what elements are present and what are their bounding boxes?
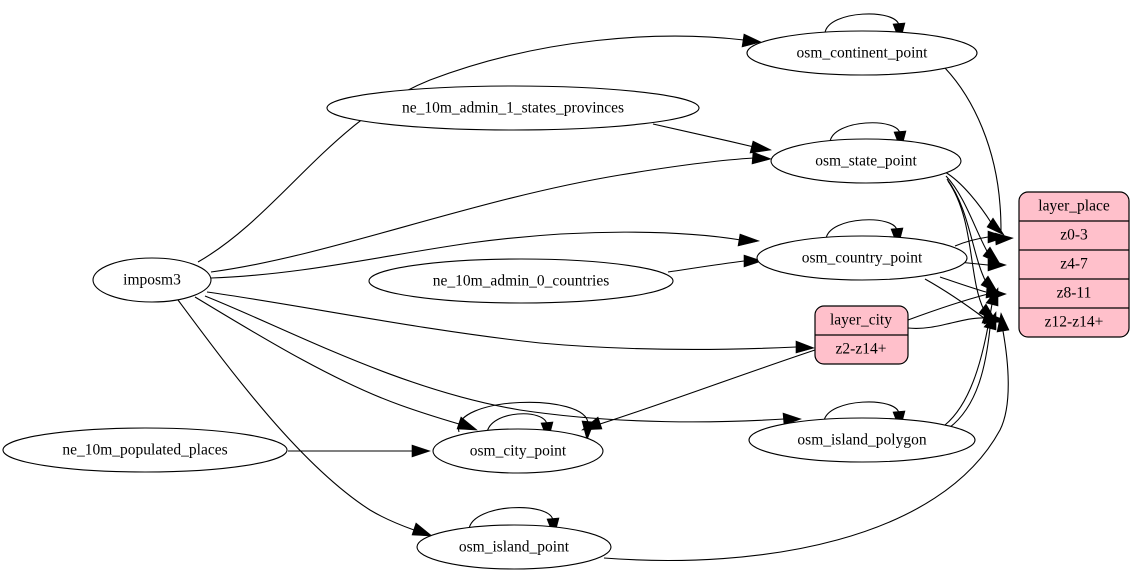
node-ne-10m-admin-1-states-provinces[interactable]: ne_10m_admin_1_states_provinces	[326, 85, 700, 131]
node-ne-10m-populated-places[interactable]: ne_10m_populated_places	[2, 427, 288, 473]
edge-layer_city-to-osm_city_point	[581, 349, 816, 431]
layer-place-row-z8-11[interactable]: z8-11	[1057, 285, 1092, 302]
node-layer: imposm3 ne_10m_admin_1_states_provinces …	[2, 30, 978, 570]
node-ne-populated-label: ne_10m_populated_places	[62, 442, 227, 459]
layer-place-row-z12-z14[interactable]: z12-z14+	[1045, 314, 1104, 331]
node-osm-continent-point-label: osm_continent_point	[797, 45, 929, 62]
edge-imposm3-to-osm_island_polygon	[204, 295, 802, 426]
edge-osm_country_point-to-layer_place-z0-3	[954, 230, 1007, 247]
layer-city-row-z2-z14[interactable]: z2-z14+	[836, 341, 887, 358]
node-osm-country-point-label: osm_country_point	[802, 250, 923, 267]
layer-place-row-z0-3[interactable]: z0-3	[1060, 227, 1088, 244]
node-ne-states-label: ne_10m_admin_1_states_provinces	[402, 100, 624, 117]
layer-place-row-z4-7[interactable]: z4-7	[1060, 256, 1088, 273]
node-osm-continent-point[interactable]: osm_continent_point	[746, 30, 978, 76]
record-node-layer-place[interactable]: layer_place z0-3 z4-7 z8-11 z12-z14+	[1018, 191, 1130, 338]
node-imposm3-label: imposm3	[123, 272, 181, 289]
node-osm-island-polygon-label: osm_island_polygon	[797, 432, 926, 449]
node-osm-island-point[interactable]: osm_island_point	[416, 524, 612, 570]
edge-osm_island_point-to-layer_place-z12-z14	[603, 312, 1010, 562]
edge-ne_countries-to-osm_country_point	[667, 254, 763, 273]
node-ne-countries-label: ne_10m_admin_0_countries	[433, 273, 610, 290]
edge-imposm3-to-layer_city	[206, 291, 815, 354]
node-osm-state-point[interactable]: osm_state_point	[770, 138, 962, 184]
node-osm-city-point[interactable]: osm_city_point	[432, 428, 604, 474]
layer-place-title: layer_place	[1038, 198, 1110, 215]
edge-ne_populated-to-osm_city_point	[288, 444, 431, 458]
edge-osm_state_point-to-layer_place-z0-3	[944, 171, 1005, 236]
node-osm-island-polygon[interactable]: osm_island_polygon	[748, 417, 976, 463]
edge-ne_states-to-osm_state_point	[652, 123, 772, 154]
record-node-layer-city[interactable]: layer_city z2-z14+	[814, 305, 909, 365]
edge-imposm3-to-osm_state_point	[210, 151, 772, 273]
edge-layer	[177, 13, 1014, 562]
node-osm-state-point-label: osm_state_point	[815, 153, 917, 170]
edge-osm_island_polygon-to-layer_place-z8-11	[944, 287, 999, 426]
node-osm-island-point-label: osm_island_point	[459, 539, 570, 556]
edge-imposm3-to-osm_continent_point	[197, 33, 762, 263]
edge-osm_island_polygon-to-layer_place-z12-z14	[948, 311, 997, 429]
node-osm-country-point[interactable]: osm_country_point	[756, 235, 968, 281]
edge-imposm3-to-osm_country_point	[210, 231, 761, 279]
node-osm-city-point-label: osm_city_point	[470, 443, 567, 460]
layer-city-title: layer_city	[830, 312, 892, 329]
node-imposm3[interactable]: imposm3	[92, 257, 212, 303]
node-ne-10m-admin-0-countries[interactable]: ne_10m_admin_0_countries	[368, 258, 674, 304]
edge-imposm3-to-osm_island_point	[177, 299, 433, 537]
edge-imposm3-to-osm_city_point	[194, 296, 478, 431]
